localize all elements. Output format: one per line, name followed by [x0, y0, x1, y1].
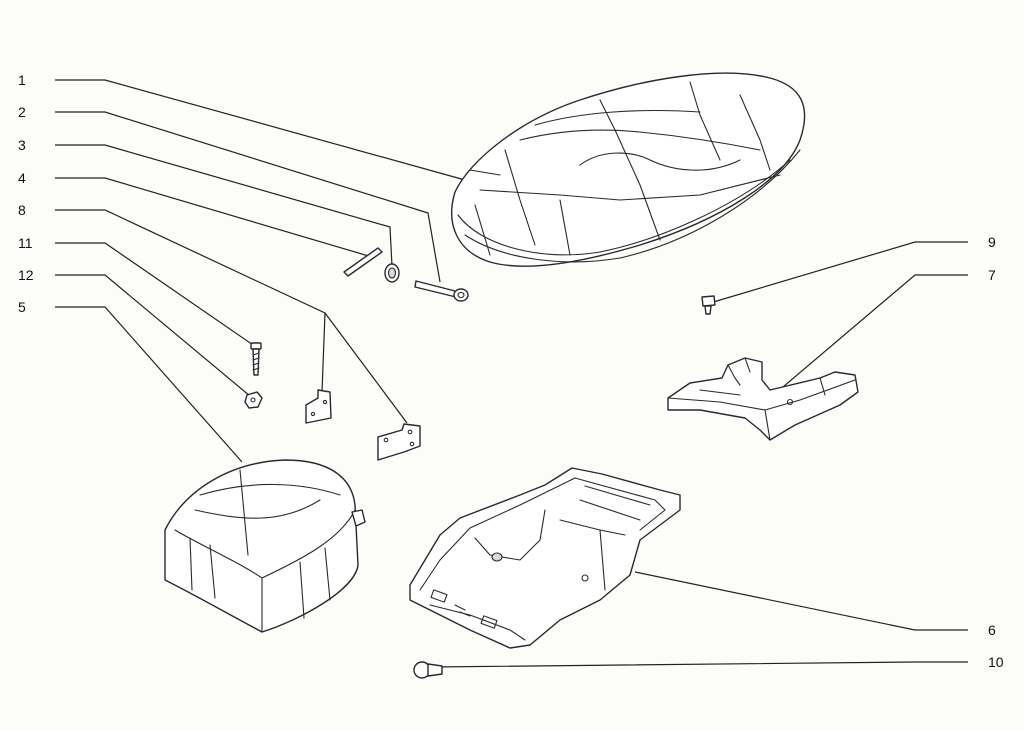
- callout-9: 9: [988, 234, 996, 250]
- leader-9: [709, 241, 968, 304]
- callout-12: 12: [18, 267, 34, 283]
- callout-3: 3: [18, 137, 26, 153]
- callout-7: 7: [988, 267, 996, 283]
- support-bracket-part-7: [667, 357, 859, 441]
- pin-part-4: [343, 247, 383, 277]
- leader-7: [769, 274, 968, 399]
- screw-part-11: [250, 342, 262, 376]
- leader-8a: [55, 209, 326, 393]
- leader-lines: [55, 79, 968, 668]
- seat-pan-part-6: [409, 467, 681, 649]
- leader-10: [431, 661, 968, 668]
- callout-11: 11: [18, 235, 33, 251]
- leader-5: [55, 306, 243, 463]
- callout-4: 4: [18, 170, 26, 186]
- leader-2: [55, 111, 441, 283]
- callout-1: 1: [18, 72, 26, 88]
- callout-2: 2: [18, 104, 26, 120]
- bracket-part-8b: [377, 423, 421, 461]
- washer-part-12: [244, 391, 263, 409]
- bush-part-3: [384, 263, 400, 283]
- nut-part-10: [413, 661, 443, 679]
- bracket-part-8a: [305, 389, 332, 424]
- bolt-part-2: [414, 280, 469, 302]
- leader-4: [55, 177, 373, 258]
- callout-5: 5: [18, 299, 26, 315]
- seat-main: [451, 72, 806, 267]
- leader-11: [55, 242, 257, 348]
- leader-3: [55, 144, 393, 267]
- clip-part-9: [701, 295, 716, 315]
- callout-10: 10: [988, 654, 1004, 670]
- leader-6: [634, 571, 968, 631]
- leader-8b: [324, 312, 408, 424]
- callout-8: 8: [18, 202, 26, 218]
- callout-6: 6: [988, 622, 996, 638]
- leader-12: [55, 274, 251, 397]
- backrest-pad-part-5: [164, 459, 366, 633]
- leader-1: [55, 79, 466, 181]
